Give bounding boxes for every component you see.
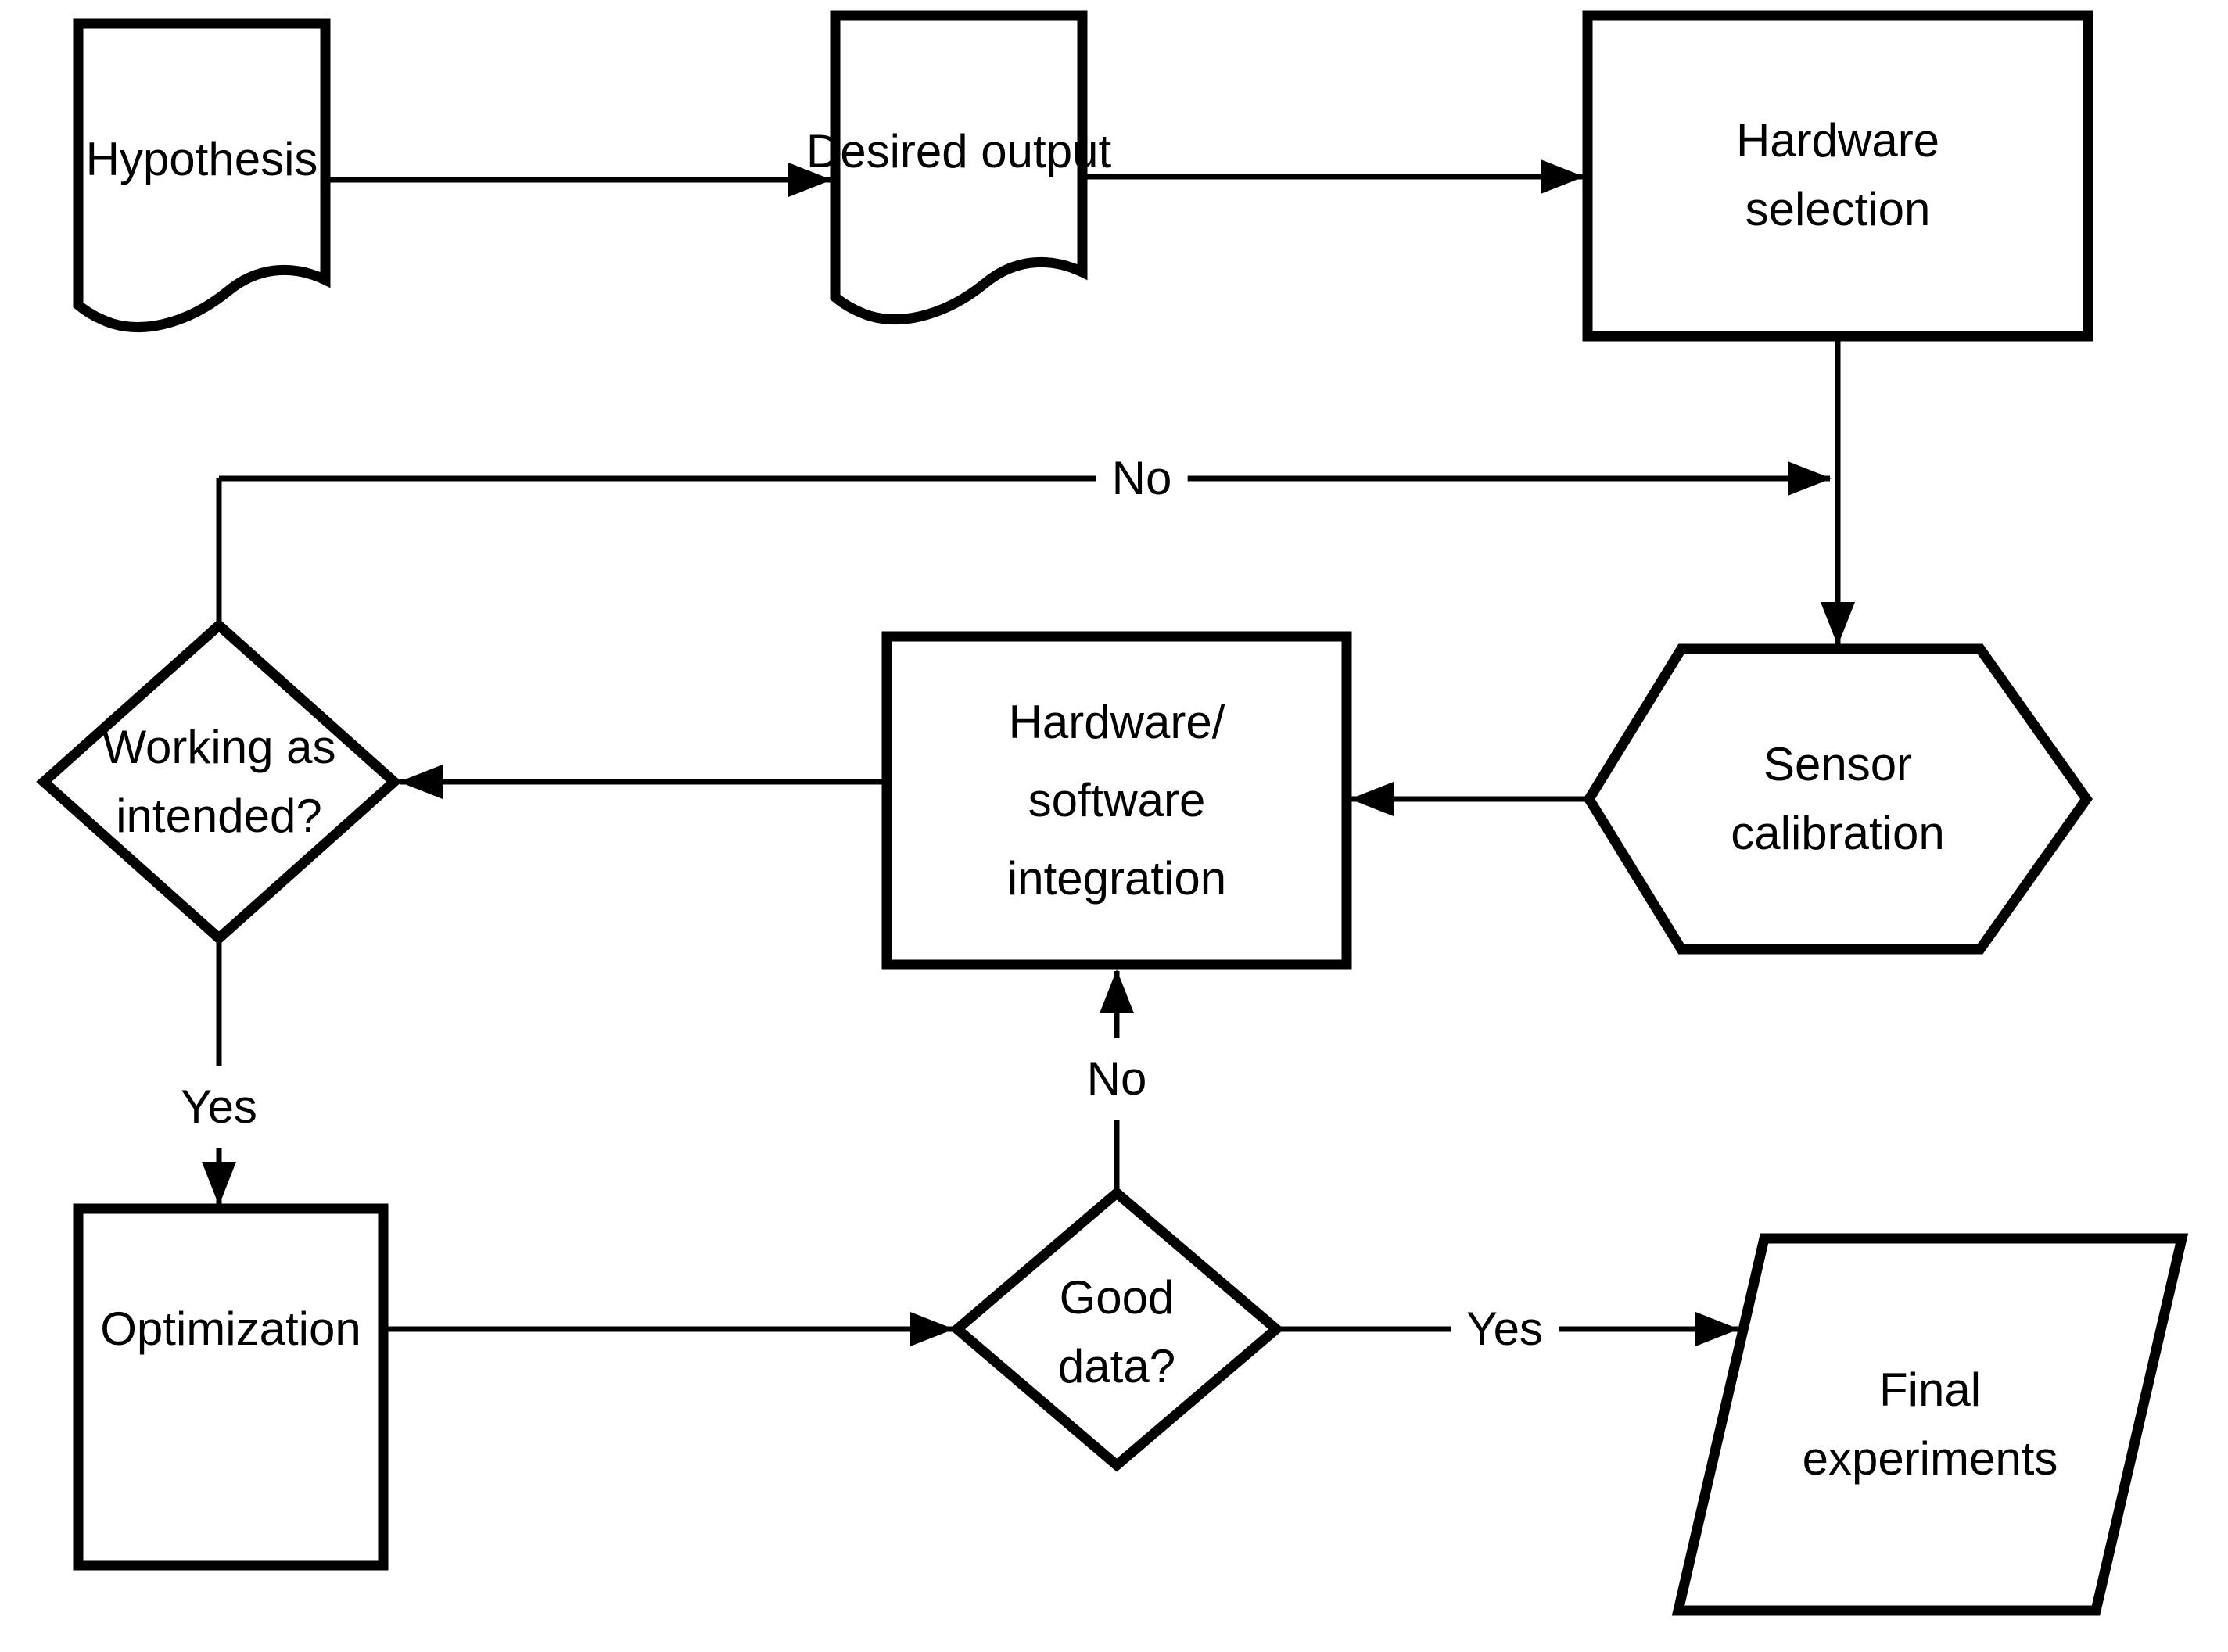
good-data-label: Good data? [1058,1263,1175,1401]
optimization-process-shape [73,1203,389,1571]
hardware-selection-process-shape [1582,10,2093,342]
sensor-calibration-hexagon-shape [1583,643,2093,955]
edge-label-no-top: No [1096,444,1188,513]
hardware-selection-label: Hardware selection [1736,106,1939,244]
hw-sw-integration-label: Hardware/ software integration [1007,683,1226,918]
good-data-decision-shape [949,1186,1285,1472]
final-experiments-label: Final experiments [1803,1356,2058,1493]
working-as-intended-label-line2: intended? [116,790,322,842]
optimization-label: Optimization [100,1303,361,1355]
edge-label-no-middle: No [1074,1038,1160,1120]
working-as-intended-label: Working as intended? [102,713,335,851]
hypothesis-document-shape [73,18,331,332]
good-data-label-line1: Good [1059,1271,1175,1324]
desired-output-document-shape [830,10,1088,324]
sensor-calibration-label: Sensor calibration [1731,730,1945,868]
hardware-selection-label-line2: selection [1745,183,1931,235]
sensor-calibration-label-line1: Sensor [1763,738,1913,790]
final-experiments-label-line1: Final [1878,1364,1982,1416]
hw-sw-integration-label-line2: software [1028,774,1206,826]
edge-label-yes-left: Yes [168,1066,270,1148]
final-experiments-label-line2: experiments [1802,1432,2058,1485]
edge-label-yes-right: Yes [1451,1295,1559,1364]
hypothesis-label: Hypothesis [85,133,318,185]
hw-sw-integration-label-line3: integration [1006,852,1227,905]
working-as-intended-label-line1: Working as [102,721,336,773]
desired-output-label: Desired output [805,125,1112,177]
hw-sw-integration-process-shape [881,631,1352,970]
final-experiments-parallelogram-shape [1671,1233,2189,1616]
hw-sw-integration-label-line1: Hardware/ [1008,696,1225,748]
hardware-selection-label-line1: Hardware [1735,114,1940,167]
sensor-calibration-label-line2: calibration [1731,807,1945,859]
good-data-label-line2: data? [1057,1340,1176,1392]
